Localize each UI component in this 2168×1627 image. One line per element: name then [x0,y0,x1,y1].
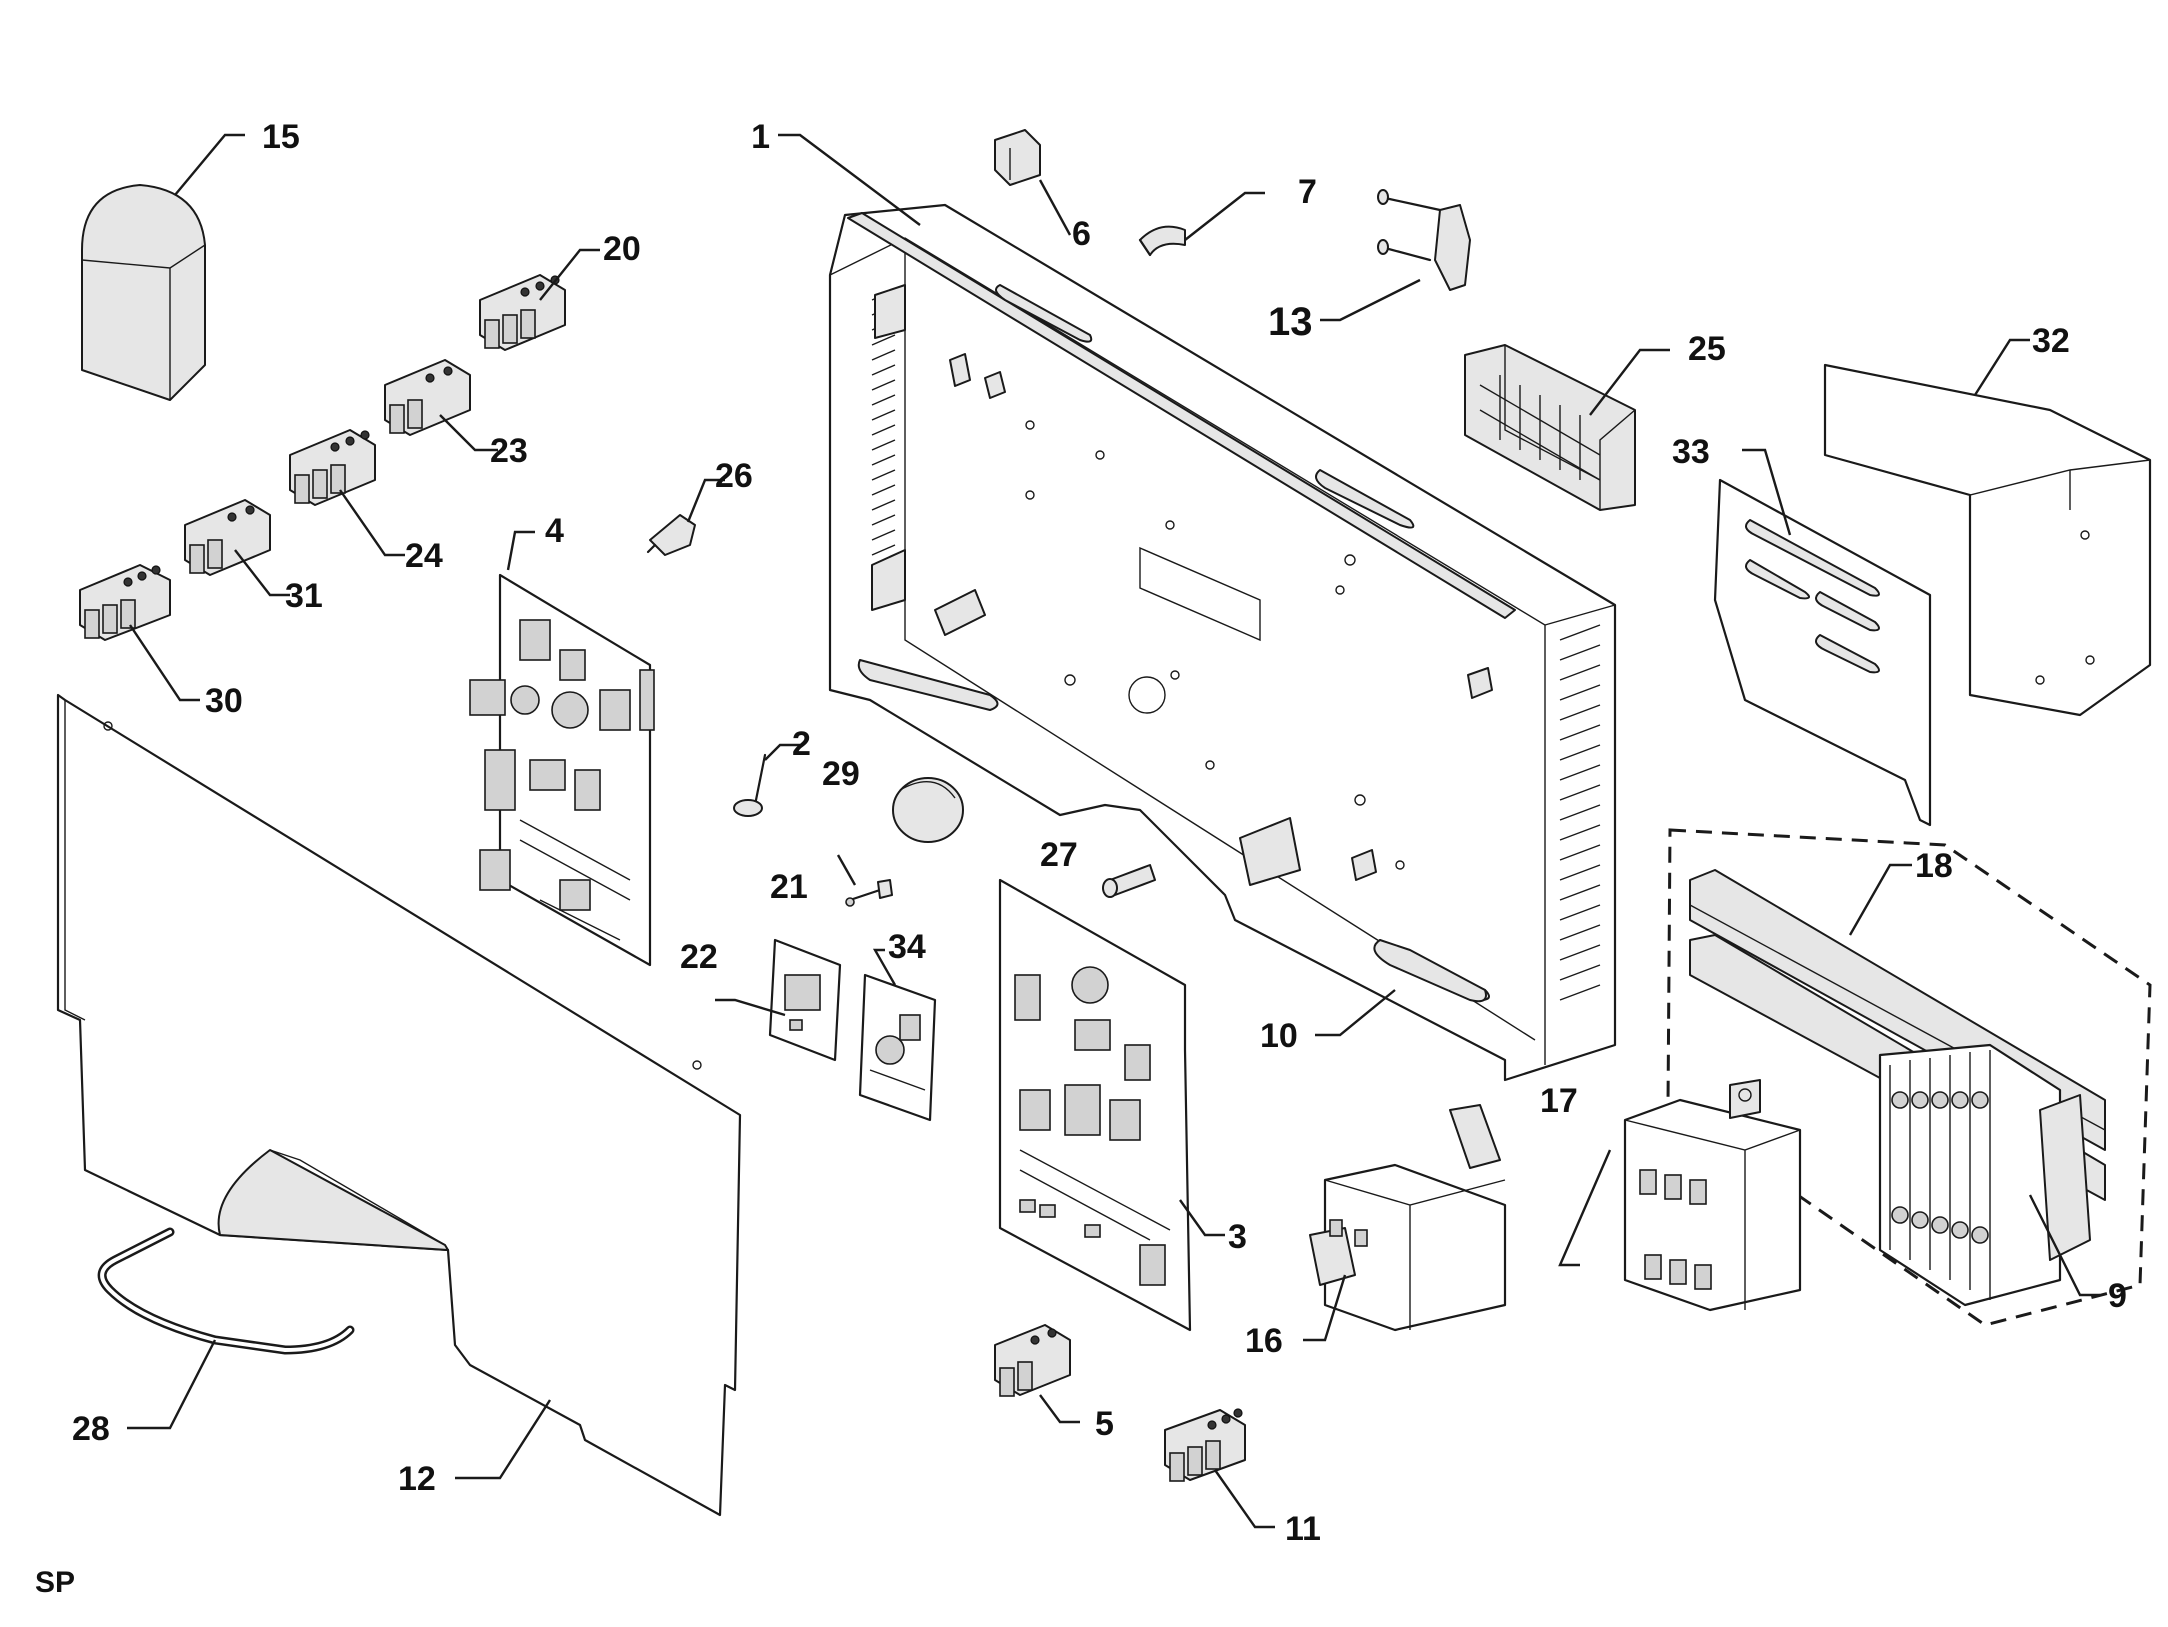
callout-24: 24 [405,537,443,575]
part-22-pin [845,879,893,907]
callout-labels: 15 1 6 7 13 25 32 33 20 23 24 26 31 4 30… [72,118,2127,1548]
part-32-small-board [858,973,937,1122]
callout-33: 32 [2032,322,2070,360]
part-34-panel [1713,478,1932,827]
part-11-connector [1164,1408,1246,1482]
part-25-clip [646,514,696,556]
callout-4: 4 [545,512,564,550]
callout-31: 31 [285,577,323,615]
callout-6: 6 [1072,215,1091,253]
callout-12: 12 [398,1460,436,1498]
callout-5: 5 [1095,1405,1114,1443]
part-17-contactor [1623,1079,1802,1312]
callout-1: 1 [751,118,770,156]
callout-9: 9 [2108,1277,2127,1315]
part-30-connector [79,564,171,641]
callout-15: 15 [262,118,300,156]
callout-34: 33 [1672,433,1710,471]
part-23-connector [384,359,471,436]
callout-25: 26 [715,457,753,495]
part-26-terminal-block [1464,344,1636,511]
enclosure-vents-right [1559,624,1601,1001]
callout-30: 30 [205,682,243,720]
callout-17: 17 [1540,1082,1578,1120]
corner-label: SP [35,1566,75,1599]
part-24-connector [289,429,376,506]
part-27-spacer [1102,864,1156,898]
part-12-cover-panel [56,693,742,1517]
callout-26: 25 [1688,330,1726,368]
callout-21: 22 [680,938,718,976]
callout-13: 13 [1268,300,1313,344]
callout-32: 34 [888,928,926,966]
part-18-din-rail-assembly [1666,828,2152,1327]
part-10-gasket [1373,939,1487,1003]
callout-23: 23 [490,432,528,470]
callout-3: 3 [1228,1218,1247,1256]
part-3-circuit-board [998,878,1192,1332]
callout-2: 2 [792,725,811,763]
callout-16: 16 [1245,1322,1283,1360]
part-31-connector [184,499,271,576]
callout-10: 10 [1260,1017,1298,1055]
part-2-screw [733,753,767,817]
callout-18: 18 [1915,847,1953,885]
part-6-bracket [994,129,1041,186]
callout-20: 20 [603,230,641,268]
callout-11: 11 [1285,1510,1321,1548]
part-1-enclosure [828,203,1617,1082]
part-13-bracket-screws [1377,189,1471,291]
part-33-cover-box [1823,363,2152,717]
part-28-gasket [97,1227,355,1355]
callout-28: 28 [72,1410,110,1448]
callout-22: 21 [770,868,808,906]
part-5-connector [994,1324,1071,1397]
callout-29: 29 [822,755,860,793]
part-15-cap [81,184,206,401]
callout-27: 27 [1040,836,1078,874]
part-7-clamp [1138,225,1186,257]
part-29-grommet [892,777,964,843]
callout-7: 7 [1298,173,1317,211]
part-16-relay [1309,1104,1507,1332]
part-4-circuit-board [469,573,655,967]
part-21-small-board [768,938,842,1062]
leader-lines [127,133,2100,1529]
part-9-terminal-blocks [1878,1043,2091,1307]
